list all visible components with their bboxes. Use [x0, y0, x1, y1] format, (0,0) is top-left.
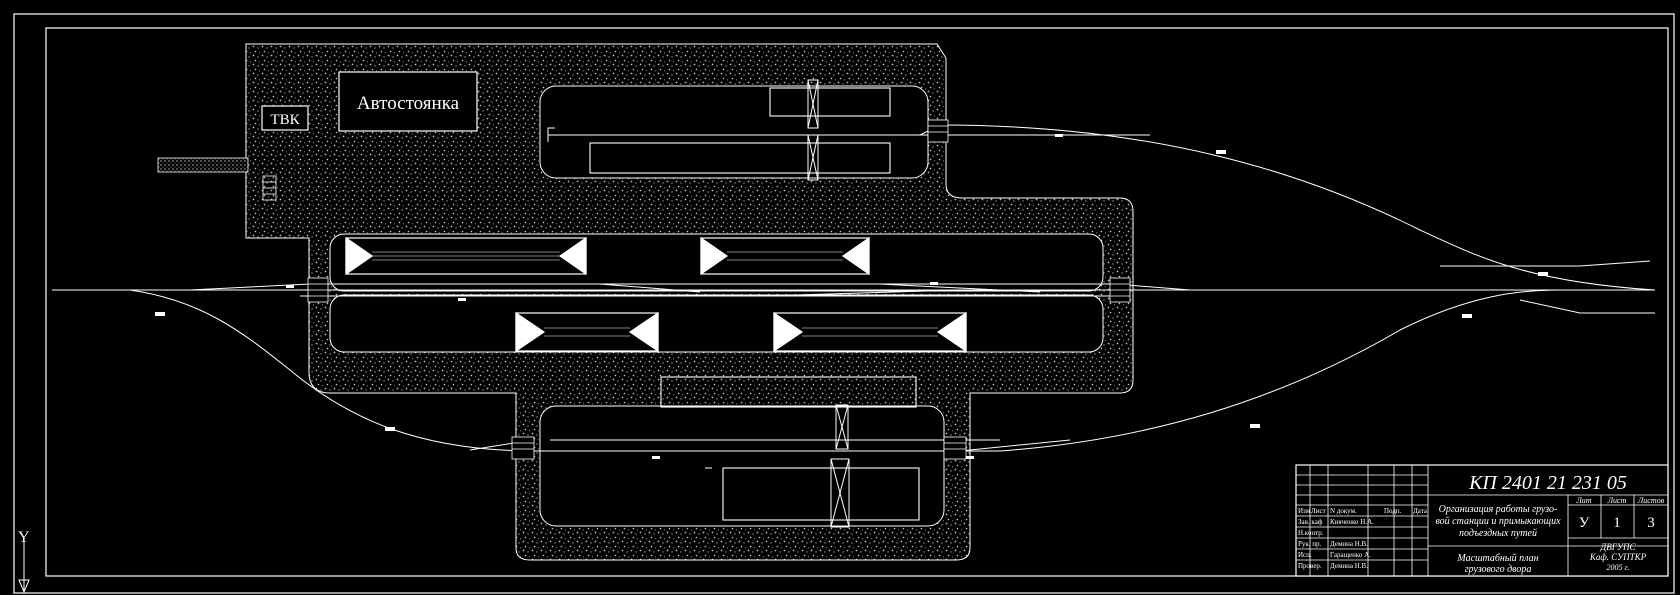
upper-loading-platform — [539, 85, 929, 179]
outer-frame — [13, 13, 1675, 594]
gantry-crane-1 — [807, 79, 819, 129]
role-executor: Исп. — [1298, 551, 1312, 559]
gate-marker — [262, 175, 277, 201]
inner-frame — [45, 27, 1669, 577]
lit-header: Лит — [1575, 496, 1591, 505]
stamp-head-podp: Подп. — [1384, 507, 1402, 515]
ucs-axis-icon — [18, 540, 30, 594]
role-supervisor: Рук. пр. — [1298, 540, 1322, 548]
stamp-head-list: Лист — [1311, 507, 1326, 515]
warehouse-2 — [700, 236, 870, 276]
y-axis-label: Y — [18, 529, 30, 546]
track-markers — [155, 134, 1548, 459]
lower-shed-2 — [722, 467, 920, 521]
sheet-name-line-1: Масштабный план — [1456, 553, 1538, 564]
lower-shed-1 — [660, 376, 917, 408]
role-norm-control: Н.контр. — [1298, 529, 1324, 537]
crossing-lower-west — [511, 436, 535, 460]
stamp-head-izm: Изм — [1298, 507, 1311, 515]
sheet-header: Лист — [1607, 496, 1627, 505]
tvk-label: ТВК — [270, 112, 300, 128]
middle-loading-platform-south — [329, 294, 1104, 353]
access-road — [157, 157, 249, 173]
title-line-1: Организация работы грузо- — [1439, 504, 1558, 515]
crossing-upper — [927, 119, 949, 143]
title-line-3: подъездных путей — [1459, 528, 1537, 539]
warehouse-1 — [345, 236, 587, 276]
name-head-of-dept: Кияченко Н.А. — [1330, 518, 1374, 526]
sheet-name-line-2: грузового двора — [1465, 564, 1532, 575]
sheets-total-header: Листов — [1637, 496, 1665, 505]
title-block: КП 2401 21 231 05 Изм Лист N докум. Подп… — [1295, 464, 1669, 577]
name-supervisor: Демина Н.В. — [1330, 540, 1368, 548]
gantry-crane-3 — [835, 404, 849, 450]
lit-value: У — [1579, 515, 1590, 531]
name-executor: Гаращенко А. — [1330, 551, 1371, 559]
stamp-head-date: Дата — [1413, 507, 1428, 515]
document-code: КП 2401 21 231 05 — [1468, 472, 1627, 494]
parking-area — [338, 71, 478, 132]
stamp-head-docnum: N докум. — [1330, 507, 1357, 515]
org-line-1: ДВГУПС — [1600, 542, 1637, 552]
org-line-3: 2005 г. — [1606, 563, 1629, 572]
org-line-2: Каф. СУПТКР — [1589, 552, 1647, 562]
lower-loading-platform — [539, 405, 945, 527]
upper-shed-2 — [589, 142, 891, 174]
crossing-west — [307, 277, 329, 303]
gantry-crane-4 — [830, 458, 850, 528]
upper-shed-1 — [769, 87, 891, 117]
role-head-of-dept: Зав. каф — [1298, 518, 1323, 526]
parking-label: Автостоянка — [357, 93, 460, 114]
warehouse-3 — [515, 311, 659, 353]
title-line-2: вой станции и примыкающих — [1435, 516, 1561, 527]
role-checker: Провер. — [1298, 562, 1322, 570]
crossing-east — [1109, 277, 1131, 303]
crossing-lower-east — [943, 436, 967, 460]
tvk-building — [261, 105, 309, 131]
sheet-value: 1 — [1613, 515, 1621, 531]
warehouse-4 — [773, 311, 967, 353]
name-checker: Демина Н.В. — [1330, 562, 1368, 570]
sheets-total-value: 3 — [1647, 515, 1655, 531]
